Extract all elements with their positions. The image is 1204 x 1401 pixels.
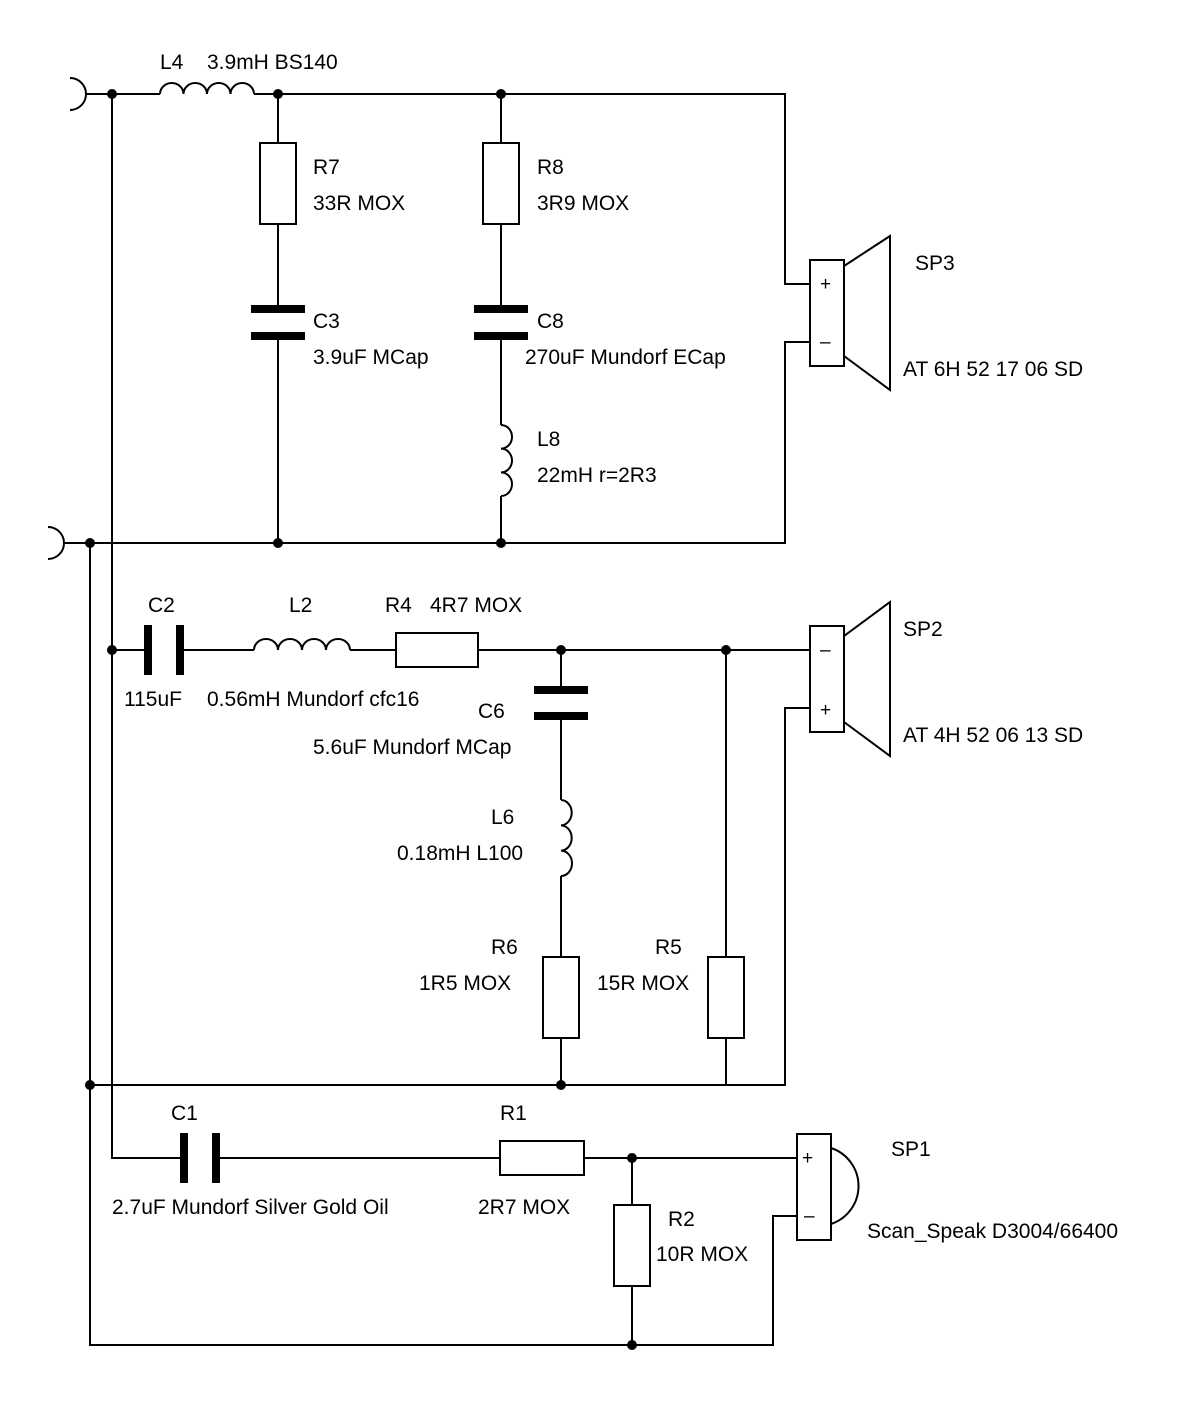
sp1-ref-label: SP1 xyxy=(891,1138,931,1161)
sp2-model-label: AT 4H 52 06 13 SD xyxy=(903,724,1083,747)
input-jack-top xyxy=(69,77,112,111)
resistor-r5 xyxy=(707,956,745,1039)
r7-value-label: 33R MOX xyxy=(313,192,405,215)
sp3-model-label: AT 6H 52 17 06 SD xyxy=(903,358,1083,381)
capacitor-c2 xyxy=(144,625,184,675)
r8-value-label: 3R9 MOX xyxy=(537,192,629,215)
speaker-sp3: + – xyxy=(809,234,891,392)
junction-dot xyxy=(556,1080,566,1090)
junction-dot xyxy=(496,538,506,548)
input-jack-bottom xyxy=(47,526,90,560)
sp3-plus-sign: + xyxy=(820,274,831,295)
wires xyxy=(47,77,810,1346)
r1-value-label: 2R7 MOX xyxy=(478,1196,570,1219)
sp3-minus-sign: – xyxy=(820,332,831,353)
r5-value-label: 15R MOX xyxy=(597,972,689,995)
junction-dot xyxy=(721,645,731,655)
sp1-model-label: Scan_Speak D3004/66400 xyxy=(867,1220,1118,1243)
component-labels: L4 3.9mH BS140 R7 33R MOX R8 3R9 MOX C3 … xyxy=(112,51,748,1266)
l6-value-label: 0.18mH L100 xyxy=(397,842,523,865)
r2-value-label: 10R MOX xyxy=(656,1243,748,1266)
resistor-r8 xyxy=(482,142,520,225)
sp1-plus-sign: + xyxy=(802,1148,813,1169)
capacitor-c8 xyxy=(474,305,528,340)
r6-value-label: 1R5 MOX xyxy=(419,972,511,995)
c8-ref-label: C8 xyxy=(537,310,564,333)
speaker-sp2: – + xyxy=(809,600,891,758)
r1-ref-label: R1 xyxy=(500,1102,527,1125)
l4-value-label: 3.9mH BS140 xyxy=(207,51,338,74)
l2-ref-label: L2 xyxy=(289,594,312,617)
l8-value-label: 22mH r=2R3 xyxy=(537,464,657,487)
left-bus-wire-b xyxy=(89,543,797,1346)
c6-value-label: 5.6uF Mundorf MCap xyxy=(313,736,511,759)
junction-dot xyxy=(273,89,283,99)
left-bus-wire-a xyxy=(111,94,180,1159)
capacitor-c3 xyxy=(251,305,305,340)
sp2-minus-sign: – xyxy=(820,640,831,661)
resistor-r2 xyxy=(613,1204,651,1287)
sp2-plus-sign: + xyxy=(820,700,831,721)
r5-ref-label: R5 xyxy=(655,936,682,959)
r4-value-label: 4R7 MOX xyxy=(430,594,522,617)
l6-ref-label: L6 xyxy=(491,806,514,829)
inductor-l4 xyxy=(159,82,255,95)
junctions xyxy=(85,89,731,1350)
junction-dot xyxy=(107,89,117,99)
l4-ref-label: L4 xyxy=(160,51,184,74)
top-return-wire xyxy=(90,341,810,544)
sp3-ref-label: SP3 xyxy=(915,252,955,275)
junction-dot xyxy=(85,1080,95,1090)
junction-dot xyxy=(273,538,283,548)
r4-ref-label: R4 xyxy=(385,594,412,617)
capacitor-c6 xyxy=(534,686,588,720)
resistor-r4 xyxy=(395,632,479,668)
c2-value-label: 115uF xyxy=(124,688,182,711)
sp1-minus-sign: – xyxy=(804,1206,815,1227)
resistor-r1 xyxy=(499,1140,585,1176)
c2-ref-label: C2 xyxy=(148,594,175,617)
mid-return-wire xyxy=(90,707,810,1086)
junction-dot xyxy=(627,1340,637,1350)
r2-ref-label: R2 xyxy=(668,1208,695,1231)
c6-ref-label: C6 xyxy=(478,700,505,723)
r8-ref-label: R8 xyxy=(537,156,564,179)
r7-ref-label: R7 xyxy=(313,156,340,179)
l2-value-label: 0.56mH Mundorf cfc16 xyxy=(207,688,419,711)
resistor-r6 xyxy=(542,956,580,1039)
speaker-sp1: + – xyxy=(796,1133,860,1241)
capacitor-c1 xyxy=(180,1133,220,1183)
c3-ref-label: C3 xyxy=(313,310,340,333)
junction-dot xyxy=(107,645,117,655)
junction-dot xyxy=(627,1153,637,1163)
c8-value-label: 270uF Mundorf ECap xyxy=(525,346,726,369)
c3-value-label: 3.9uF MCap xyxy=(313,346,429,369)
inductor-l8 xyxy=(500,424,513,497)
c1-value-label: 2.7uF Mundorf Silver Gold Oil xyxy=(112,1196,389,1219)
inductor-l2 xyxy=(253,638,351,651)
sp2-ref-label: SP2 xyxy=(903,618,943,641)
c1-ref-label: C1 xyxy=(171,1102,198,1125)
inductor-l6 xyxy=(560,799,573,877)
top-bus-wire xyxy=(112,93,810,285)
l8-ref-label: L8 xyxy=(537,428,560,451)
junction-dot xyxy=(556,645,566,655)
speaker-labels: SP3 AT 6H 52 17 06 SD SP2 AT 4H 52 06 13… xyxy=(867,252,1118,1243)
resistor-r7 xyxy=(259,142,297,225)
r6-ref-label: R6 xyxy=(491,936,518,959)
junction-dot xyxy=(496,89,506,99)
junction-dot xyxy=(85,538,95,548)
